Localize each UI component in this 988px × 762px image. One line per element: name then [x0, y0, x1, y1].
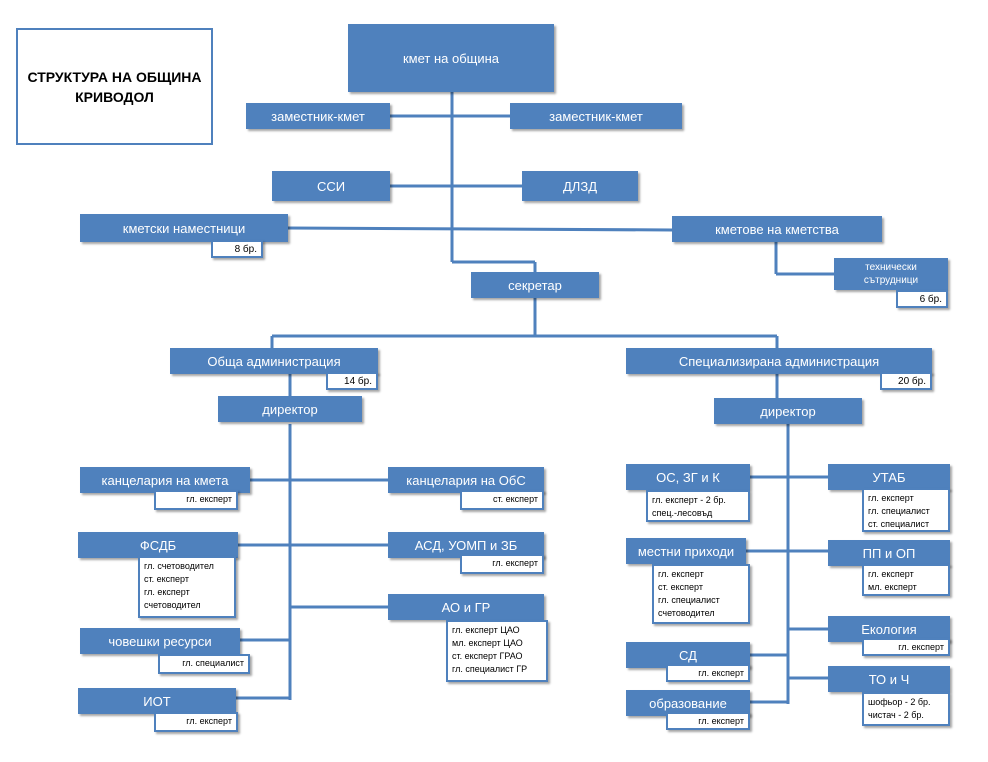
ssi-box: ССИ: [272, 171, 390, 201]
chart-title: СТРУКТУРА НА ОБЩИНА КРИВОДОЛ: [16, 28, 213, 145]
council-office-box: канцелария на ОбС: [388, 467, 544, 493]
staff-line: счетоводител: [658, 608, 715, 618]
staff-line: гл. експерт: [492, 558, 538, 568]
local-revenue-box: местни приходи: [626, 538, 746, 564]
staff-line: гл. експерт - 2 бр.: [652, 495, 726, 505]
staff-line: гл. специалист ГР: [452, 664, 528, 674]
asd-staff: гл. експерт: [460, 554, 544, 574]
pp-op-staff: гл. експерт мл. експерт: [862, 564, 950, 596]
staff-line: счетоводител: [144, 600, 201, 610]
deputy-mayor-right-box: заместник-кмет: [510, 103, 682, 129]
mayor-office-box: канцелария на кмета: [80, 467, 250, 493]
deputy-mayor-left-box: заместник-кмет: [246, 103, 390, 129]
staff-line: гл. експерт: [898, 642, 944, 652]
tech-staff-box: технически сътрудници: [834, 258, 948, 290]
staff-line: шофьор - 2 бр.: [868, 697, 931, 707]
staff-line: мл. експерт: [868, 582, 917, 592]
pp-op-box: ПП и ОП: [828, 540, 950, 566]
director-left-box: директор: [218, 396, 362, 422]
secretary-box: секретар: [471, 272, 599, 298]
fsdb-staff: гл. счетоводител ст. експерт гл. експерт…: [138, 556, 236, 618]
staff-line: гл. специалист: [182, 658, 244, 668]
chart-title-line1: СТРУКТУРА НА ОБЩИНА: [27, 68, 202, 85]
staff-line: гл. експерт: [186, 494, 232, 504]
sd-staff: гл. експерт: [666, 664, 750, 682]
staff-line: мл. експерт ЦАО: [452, 638, 523, 648]
mayor-box: кмет на община: [348, 24, 554, 92]
specialized-admin-count: 20 бр.: [880, 372, 932, 390]
education-staff: гл. експерт: [666, 712, 750, 730]
tech-staff-label-2: сътрудници: [863, 275, 919, 286]
director-right-box: директор: [714, 398, 862, 424]
human-resources-staff: гл. специалист: [158, 654, 250, 674]
dlzd-box: ДЛЗД: [522, 171, 638, 201]
utab-staff: гл. експерт гл. специалист ст. специалис…: [862, 488, 950, 532]
specialized-admin-box: Специализирана администрация: [626, 348, 932, 374]
staff-line: гл. експерт: [868, 493, 914, 503]
asd-box: АСД, УОМП и ЗБ: [388, 532, 544, 558]
tech-staff-count: 6 бр.: [896, 290, 948, 308]
ecology-box: Екология: [828, 616, 950, 642]
ao-gr-box: АО и ГР: [388, 594, 544, 620]
staff-line: ст. експерт: [658, 582, 703, 592]
utab-box: УТАБ: [828, 464, 950, 490]
staff-line: гл. експерт ЦАО: [452, 625, 520, 635]
os-zg-k-box: ОС, ЗГ и К: [626, 464, 750, 490]
to-ch-staff: шофьор - 2 бр. чистач - 2 бр.: [862, 692, 950, 726]
general-admin-count: 14 бр.: [326, 372, 378, 390]
connector-line: [287, 226, 673, 232]
ecology-staff: гл. експерт: [862, 638, 950, 656]
staff-line: ст. експерт ГРАО: [452, 651, 523, 661]
staff-line: гл. експерт: [698, 716, 744, 726]
ao-gr-staff: гл. експерт ЦАО мл. експерт ЦАО ст. експ…: [446, 620, 548, 682]
chart-title-line2: КРИВОДОЛ: [75, 88, 154, 105]
fsdb-box: ФСДБ: [78, 532, 238, 558]
staff-line: гл. експерт: [186, 716, 232, 726]
staff-line: гл. експерт: [868, 569, 914, 579]
staff-line: гл. специалист: [658, 595, 720, 605]
staff-line: ст. специалист: [868, 519, 930, 529]
staff-line: гл. експерт: [144, 587, 190, 597]
staff-line: спец.-лесовъд: [652, 508, 713, 518]
deputy-mayors-box: кметски наместници: [80, 214, 288, 242]
mayor-office-staff: гл. експерт: [154, 490, 238, 510]
staff-line: гл. експерт: [698, 668, 744, 678]
tech-staff-label-1: технически: [865, 262, 917, 273]
village-mayors-box: кметове на кметства: [672, 216, 882, 242]
local-revenue-staff: гл. експерт ст. експерт гл. специалист с…: [652, 564, 750, 624]
iot-staff: гл. експерт: [154, 712, 238, 732]
staff-line: гл. специалист: [868, 506, 930, 516]
staff-line: ст. експерт: [493, 494, 538, 504]
education-box: образование: [626, 690, 750, 716]
iot-box: ИОТ: [78, 688, 236, 714]
staff-line: ст. експерт: [144, 574, 189, 584]
council-office-staff: ст. експерт: [460, 490, 544, 510]
general-admin-box: Обща администрация: [170, 348, 378, 374]
staff-line: гл. експерт: [658, 569, 704, 579]
sd-box: СД: [626, 642, 750, 668]
staff-line: чистач - 2 бр.: [868, 710, 924, 720]
os-zg-k-staff: гл. експерт - 2 бр. спец.-лесовъд: [646, 490, 750, 522]
human-resources-box: човешки ресурси: [80, 628, 240, 654]
staff-line: гл. счетоводител: [144, 561, 214, 571]
to-ch-box: ТО и Ч: [828, 666, 950, 692]
deputy-mayors-count: 8 бр.: [211, 240, 263, 258]
